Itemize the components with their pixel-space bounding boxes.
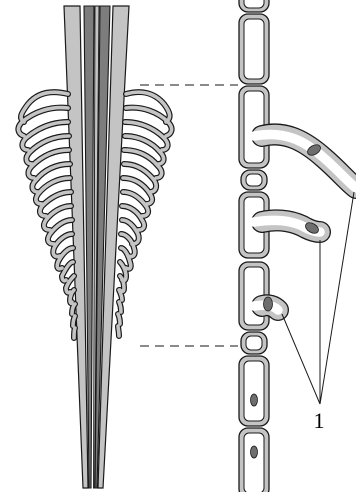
cell-nucleus (251, 446, 258, 458)
callout-label: 1 (308, 410, 330, 432)
epidermal-cell (241, 332, 267, 354)
cell-nucleus (264, 297, 273, 311)
epidermal-cell (239, 356, 269, 426)
root-longitudinal-view (18, 6, 171, 488)
epidermal-cell (241, 170, 267, 190)
guide-lines (140, 85, 238, 346)
cell-nucleus (251, 394, 258, 406)
epidermal-cell (239, 0, 269, 12)
epidermal-cell-column (239, 0, 356, 492)
epidermal-cell (239, 14, 269, 84)
root-hairs-left (18, 92, 75, 338)
epidermal-cell (239, 428, 269, 492)
root-hairs-right (118, 92, 172, 336)
callout-line (282, 314, 320, 404)
